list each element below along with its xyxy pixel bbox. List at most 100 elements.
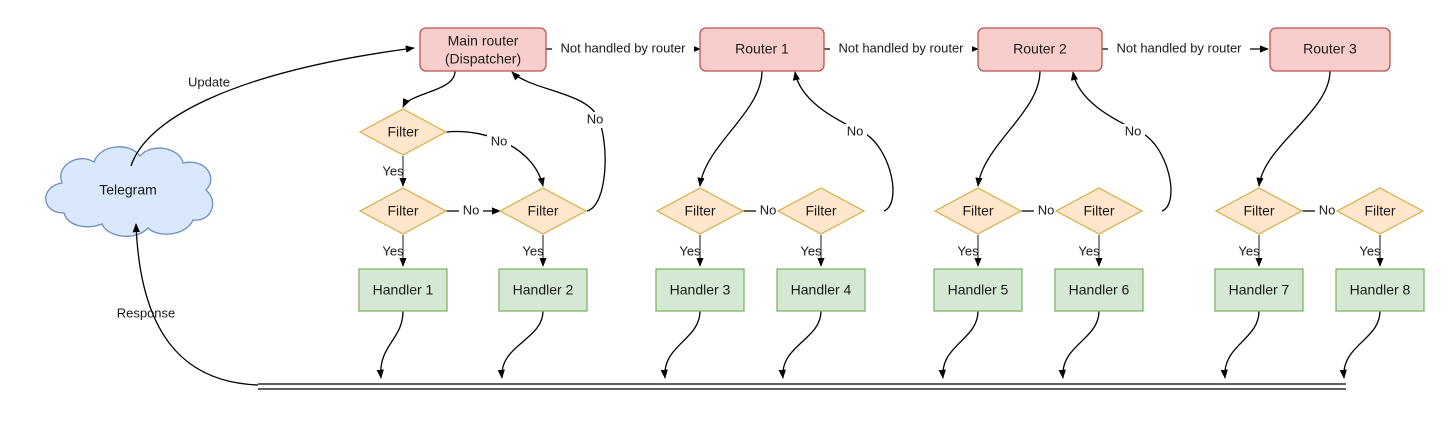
filter-main-b-shape [498,187,588,235]
edge-r1-filterB-no-back [792,71,894,212]
filter-r2-b-node[interactable]: Filter [1054,187,1144,235]
filter-main-b-label: Filter [527,203,558,219]
edge-label-no-r1-ab: No [760,202,777,217]
edge-label-yes-h7: Yes [1238,243,1260,258]
filter-r3-b-node[interactable]: Filter [1335,187,1425,235]
edge-label-bg-no-r2-back [1121,124,1145,140]
edge-main-filterB-no-back [511,71,606,212]
handler-2-node[interactable]: Handler 2 [498,268,588,312]
router-2-node[interactable]: Router 2 [977,27,1103,72]
filter-r3-b-label: Filter [1364,203,1395,219]
handler-7-box [1214,268,1304,312]
filter-main-top-shape [358,108,448,156]
edge-h3-to-bus [660,310,701,379]
handler-6-label: Handler 6 [1069,282,1130,298]
edge-label-yes-main-top: Yes [382,163,404,178]
handler-3-box [655,268,745,312]
handler-8-box [1335,268,1425,312]
edge-router2-to-filterA [975,70,1041,187]
filter-main-b-node[interactable]: Filter [498,187,588,235]
handler-8-label: Handler 8 [1350,282,1411,298]
handler-3-label: Handler 3 [670,282,731,298]
filter-main-a-node[interactable]: Filter [358,187,448,235]
filter-main-a-shape [358,187,448,235]
edge-h1-to-bus [376,310,404,379]
main-router-label-line1: Main router [448,33,519,49]
edge-label-bg-no-r3-ab [1315,203,1339,219]
edge-label-no-r1-back: No [847,123,864,138]
edge-label-update: Update [188,74,230,89]
handler-4-node[interactable]: Handler 4 [776,268,866,312]
edge-label-bg-no-main-back [583,112,607,128]
handler-2-box [498,268,588,312]
edge-h8-to-bus [1339,310,1381,379]
edge-label-no-main-top: No [491,133,508,148]
handler-7-node[interactable]: Handler 7 [1214,268,1304,312]
edge-label-yes-h4: Yes [800,243,822,258]
filter-main-top-node[interactable]: Filter [358,108,448,156]
handler-5-label: Handler 5 [948,282,1009,298]
edge-label-bg-3 [1108,40,1250,58]
handler-7-label: Handler 7 [1229,282,1290,298]
edge-h5-to-bus [938,310,979,379]
edge-label-yes-h5: Yes [957,243,979,258]
router-1-box [699,27,825,72]
edge-label-bg-2 [830,40,972,58]
edge-label-bg-no-r1-ab [756,203,780,219]
edge-label-no-main-ab: No [463,202,480,217]
handler-4-box [776,268,866,312]
handler-6-node[interactable]: Handler 6 [1054,268,1144,312]
edge-label-bg-no-main-top [487,134,511,150]
handler-5-box [933,268,1023,312]
filter-r1-b-shape [776,187,866,235]
handler-4-label: Handler 4 [791,282,852,298]
telegram-cloud-node[interactable]: Telegram [45,146,214,237]
filter-r3-a-node[interactable]: Filter [1214,187,1304,235]
filter-main-a-label: Filter [387,203,418,219]
filter-r1-a-label: Filter [684,203,715,219]
edge-label-bg-no-main-ab [459,203,483,219]
handler-5-node[interactable]: Handler 5 [933,268,1023,312]
filter-r2-a-label: Filter [962,203,993,219]
main-router-node[interactable]: Main router (Dispatcher) [419,27,547,72]
filter-r2-b-label: Filter [1083,203,1114,219]
filter-r1-b-label: Filter [805,203,836,219]
edge-update [130,45,415,167]
edge-h6-to-bus [1058,310,1100,379]
router-1-node[interactable]: Router 1 [699,27,825,72]
filter-r3-a-shape [1214,187,1304,235]
edge-label-yes-h6: Yes [1078,243,1100,258]
edge-label-response: Response [117,305,176,320]
handler-3-node[interactable]: Handler 3 [655,268,745,312]
edge-label-no-r2-ab: No [1038,202,1055,217]
edge-label-no-main-back: No [587,111,604,126]
filter-r2-a-node[interactable]: Filter [933,187,1023,235]
filter-r1-b-node[interactable]: Filter [776,187,866,235]
edge-router3-to-filterA [1256,70,1331,187]
edge-h2-to-bus [497,310,544,379]
edge-label-yes-h3: Yes [679,243,701,258]
cloud-shape [45,146,214,237]
handler-1-node[interactable]: Handler 1 [358,268,448,312]
edge-label-not-handled-1: Not handled by router [560,40,686,55]
router-2-box [977,27,1103,72]
edge-label-bg-1 [552,40,694,58]
filter-r3-b-shape [1335,187,1425,235]
edge-label-yes-h8: Yes [1359,243,1381,258]
edge-router1-to-filterA [697,70,763,187]
router-3-node[interactable]: Router 3 [1269,27,1391,72]
edge-label-bg-no-r2-ab [1034,203,1058,219]
filter-r1-a-node[interactable]: Filter [655,187,745,235]
handler-1-label: Handler 1 [373,282,434,298]
router-3-label: Router 3 [1303,41,1357,57]
telegram-label: Telegram [99,182,157,198]
edge-label-no-r2-back: No [1125,123,1142,138]
edge-label-not-handled-2: Not handled by router [838,40,964,55]
filter-r2-a-shape [933,187,1023,235]
handler-8-node[interactable]: Handler 8 [1335,268,1425,312]
handler-6-box [1054,268,1144,312]
edge-label-bg-no-r1-back [843,124,867,140]
edge-label-yes-h2: Yes [522,243,544,258]
